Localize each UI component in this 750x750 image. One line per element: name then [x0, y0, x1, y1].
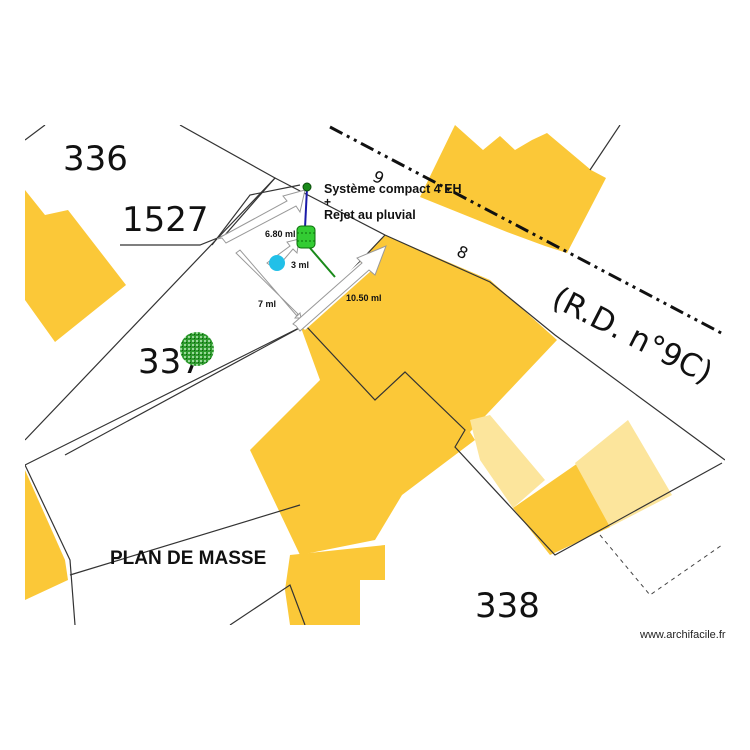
plan-title: PLAN DE MASSE [110, 548, 266, 569]
road-label: (R.D. n°9C) [546, 280, 718, 391]
pipe-outlet [304, 187, 308, 229]
arrow-10-50 [292, 245, 387, 332]
dimension-6-80: 6.80 ml [265, 229, 296, 239]
watermark[interactable]: www.archifacile.fr [640, 629, 726, 641]
annexes [470, 415, 672, 527]
discharge-label: Rejet au pluvial [324, 208, 416, 222]
parcel-338: 338 [475, 586, 540, 626]
road-axis [329, 125, 725, 337]
parcel-1527: 1527 [122, 200, 209, 240]
annex-1 [470, 415, 545, 508]
pipe-drain [309, 247, 336, 278]
tree-icon [180, 332, 214, 366]
system-label: Système compact 4 EH [324, 182, 462, 196]
outlet-icon [302, 182, 312, 192]
parcel-336: 336 [63, 139, 128, 179]
building-lower [285, 545, 385, 625]
building-main [250, 235, 557, 555]
septic-tank-icon [296, 225, 316, 249]
building-top [420, 125, 606, 253]
well-icon [269, 255, 285, 271]
dimension-10-50: 10.50 ml [346, 293, 382, 303]
dimension-7: 7 ml [258, 299, 276, 309]
road-number-8: 8 [454, 242, 471, 264]
building-right [513, 463, 610, 555]
dimension-arrows [216, 189, 387, 332]
parcel-lines [25, 125, 725, 625]
parcel-dashed-lines [599, 534, 723, 596]
building-left [25, 190, 126, 342]
system-plus: + [324, 195, 331, 209]
arrow-7 [235, 249, 302, 319]
dimension-3: 3 ml [291, 260, 309, 270]
annex-2 [575, 420, 672, 527]
buildings [25, 125, 610, 625]
building-left-bottom [25, 470, 68, 600]
